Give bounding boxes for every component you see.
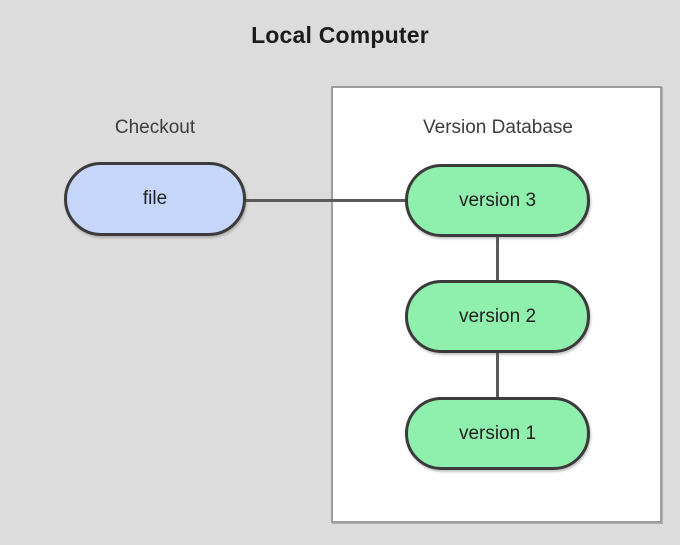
connector-version-3-to-version-2 (496, 232, 499, 286)
node-file[interactable]: file (64, 162, 246, 236)
connector-version-2-to-version-1 (496, 347, 499, 403)
version-database-caption: Version Database (423, 117, 573, 138)
checkout-caption: Checkout (114, 117, 196, 138)
connector-file-to-version-3 (240, 199, 412, 202)
node-version-3[interactable]: version 3 (405, 164, 590, 237)
node-version-1[interactable]: version 1 (405, 397, 590, 470)
page-title: Local Computer (251, 22, 429, 48)
node-version-2[interactable]: version 2 (405, 280, 590, 353)
